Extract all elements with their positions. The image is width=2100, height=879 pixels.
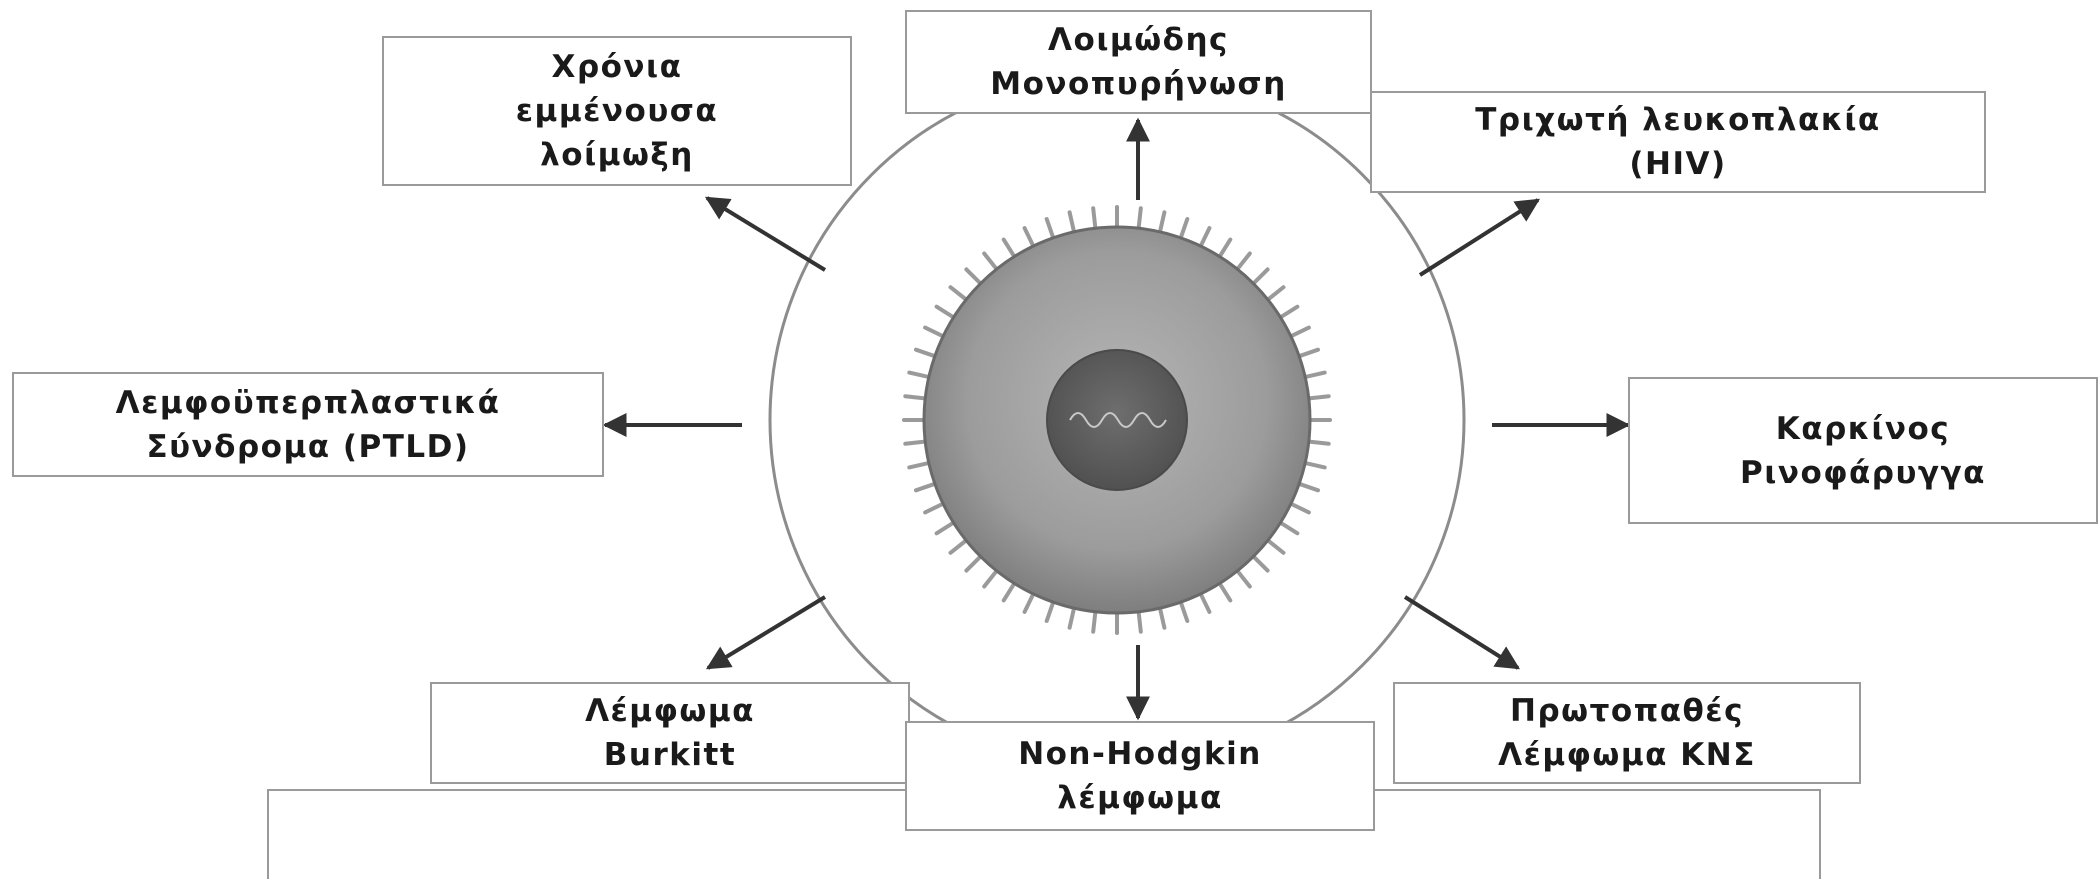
hairy-leukoplakia-box: Τριχωτή λευκοπλακία (HIV) — [1370, 91, 1986, 193]
chronic-line-1: Χρόνια — [551, 49, 683, 85]
mononucleosis-box: Λοιμώδης Μονοπυρήνωση — [905, 10, 1372, 114]
nasopharynx-line-2: Ρινοφάρυγγα — [1740, 454, 1986, 491]
non-hodgkin-lymphoma-box: Non-Hodgkin λέμφωμα — [905, 721, 1375, 831]
burkitt-line-2: Burkitt — [603, 737, 737, 773]
cns-line-1: Πρωτοπαθές — [1510, 693, 1744, 729]
arrow-to-cns — [1403, 595, 1521, 670]
cns-line-2: Λέμφωμα ΚΝΣ — [1498, 737, 1756, 773]
ptld-box: Λεμφοϋπερπλαστικά Σύνδρομα (PTLD) — [12, 372, 604, 477]
nonhodgkin-line-2: λέμφωμα — [1057, 780, 1223, 816]
nasopharynx-line-1: Καρκίνος — [1775, 410, 1951, 447]
burkitt-lymphoma-box: Λέμφωμα Burkitt — [430, 682, 910, 784]
chronic-infection-box: Χρόνια εμμένουσα λοίμωξη — [382, 36, 852, 186]
leukoplakia-line-1: Τριχωτή λευκοπλακία — [1475, 102, 1881, 138]
chronic-line-3: λοίμωξη — [540, 137, 694, 173]
cns-lymphoma-box: Πρωτοπαθές Λέμφωμα ΚΝΣ — [1393, 682, 1861, 784]
arrow-to-leukoplakia — [1418, 198, 1541, 277]
genome-squiggle-icon — [1069, 412, 1167, 428]
mononucleosis-line-2: Μονοπυρήνωση — [990, 66, 1287, 102]
mononucleosis-line-1: Λοιμώδης — [1048, 22, 1229, 58]
ptld-line-2: Σύνδρομα (PTLD) — [146, 428, 470, 465]
leukoplakia-line-2: (HIV) — [1629, 146, 1727, 182]
chronic-line-2: εμμένουσα — [515, 93, 719, 129]
arrow-to-burkitt — [705, 595, 827, 670]
nasopharyngeal-carcinoma-box: Καρκίνος Ρινοφάρυγγα — [1628, 377, 2098, 524]
burkitt-line-1: Λέμφωμα — [585, 693, 755, 729]
nonhodgkin-line-1: Non-Hodgkin — [1018, 736, 1262, 772]
arrow-to-chronic — [704, 196, 827, 272]
ptld-line-1: Λεμφοϋπερπλαστικά — [115, 384, 501, 421]
